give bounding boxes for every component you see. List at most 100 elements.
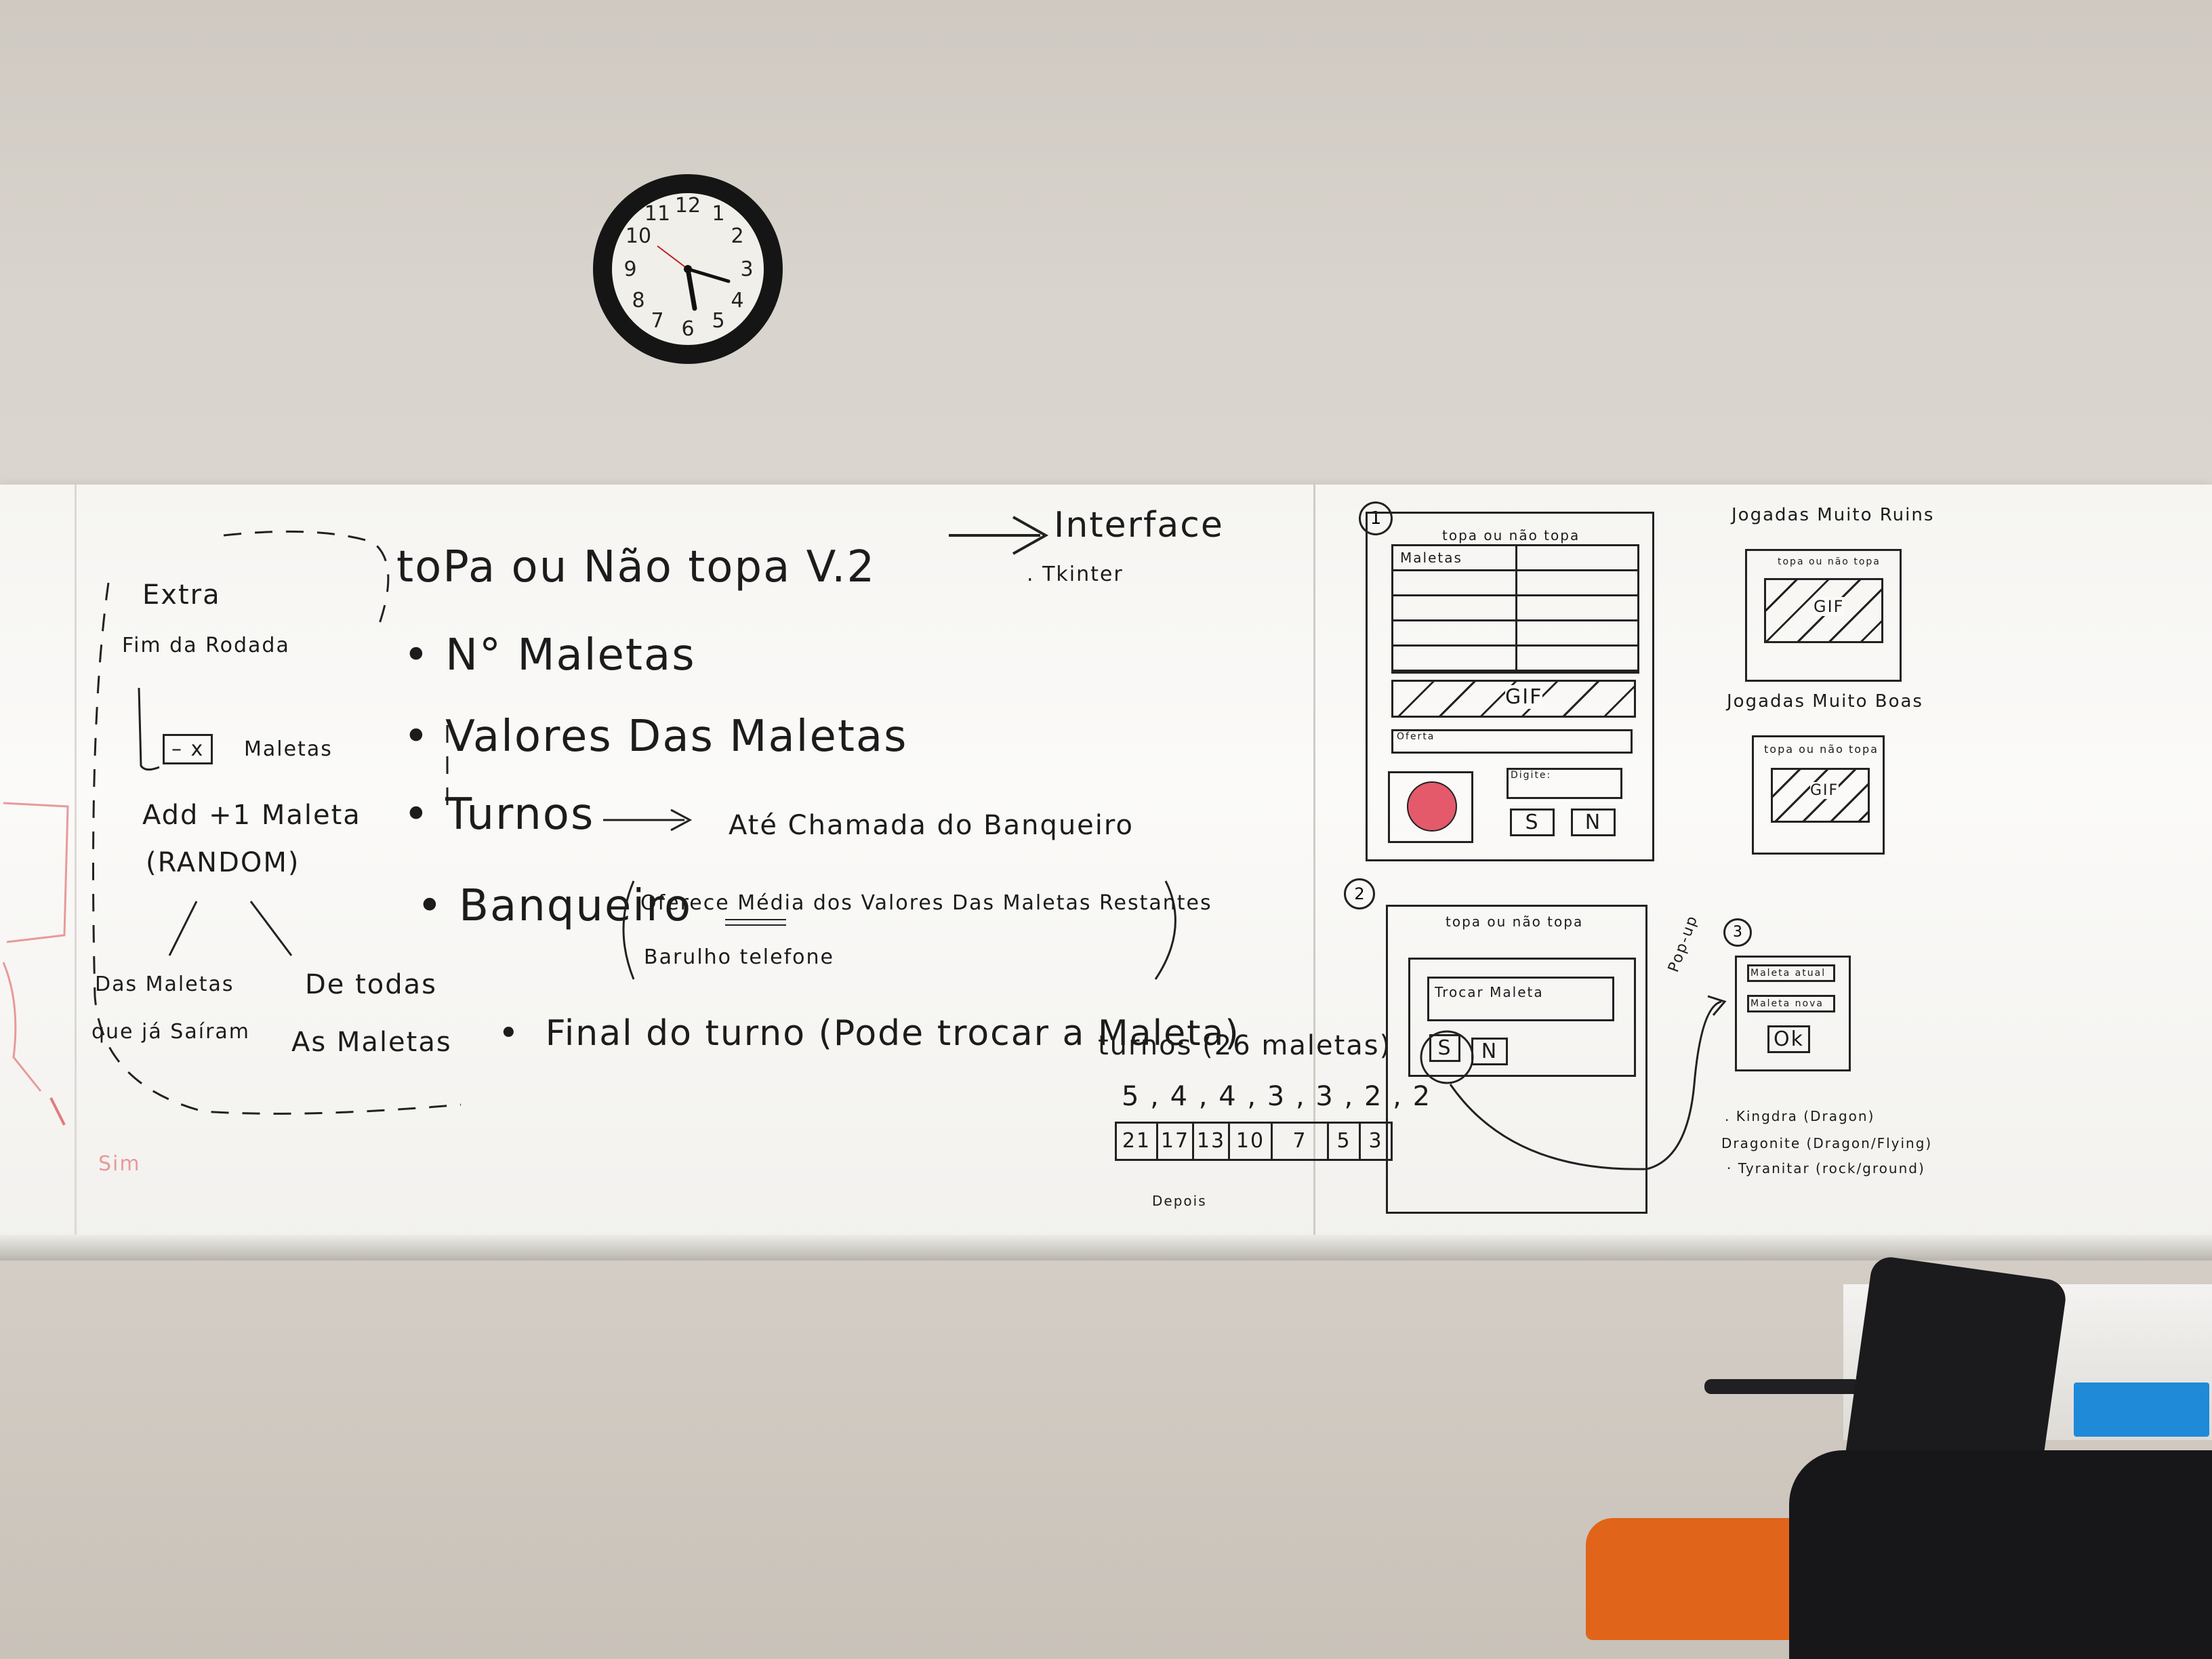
branch-left-line1: Das Maletas [95, 972, 234, 996]
clock-numeral-9: 9 [623, 258, 636, 281]
turnos-cell: 13 [1194, 1124, 1230, 1159]
clock-numeral-2: 2 [731, 224, 743, 248]
turnos-cell: 17 [1158, 1124, 1194, 1159]
mockup-1-gif-label: GIF [1505, 685, 1543, 709]
boas-gif-label: GIF [1810, 782, 1839, 799]
board-seam [1313, 485, 1315, 1238]
extra-maletas: Maletas [244, 737, 333, 761]
ruins-title: topa ou não topa [1778, 556, 1881, 567]
bullet-valores: • Valores Das Maletas [403, 712, 908, 762]
mockup-number-2: 2 [1344, 878, 1375, 909]
bullet-final-turno: • Final do turno (Pode trocar a Maleta) [498, 1013, 1240, 1054]
turnos-text: Turnos [445, 790, 595, 840]
clock-hour-hand [685, 266, 697, 311]
clock-numeral-11: 11 [644, 202, 670, 226]
final-turno-text: Final do turno (Pode trocar a Maleta) [545, 1013, 1240, 1054]
mockup-1-oferta-label: Oferta [1397, 731, 1435, 742]
wall-clock: 12 1 2 3 4 5 6 7 8 9 10 11 [593, 174, 783, 364]
branch-right-line1: De todas [305, 969, 438, 1000]
pokemon-note: . Kingdra (Dragon) [1725, 1108, 1875, 1124]
marker-tray [0, 1235, 2212, 1261]
mockup-3-ok: Ok [1767, 1025, 1810, 1053]
turnos-cell: 10 [1230, 1124, 1273, 1159]
banqueiro-parentheses [622, 880, 1176, 980]
mockup-number-3: 3 [1723, 918, 1752, 947]
clock-minute-hand [686, 267, 731, 283]
turnos-table: 21 17 13 10 7 5 3 [1115, 1122, 1393, 1161]
turnos-cell: 3 [1368, 1129, 1383, 1153]
extra-dashed-outline [92, 530, 462, 1115]
mockup-2-title: topa ou não topa [1446, 914, 1584, 930]
red-scribble [2, 802, 69, 1126]
banqueiro-line1: Oferece Média dos Valores Das Maletas Re… [640, 891, 1212, 915]
mockup-2-yes: S [1429, 1034, 1460, 1062]
mockup-1-maletas: Maletas [1400, 550, 1462, 566]
mockup-1-title: topa ou não topa [1442, 527, 1580, 544]
pokemon-note: · Tyranitar (rock/ground) [1727, 1160, 1925, 1176]
ruins-gif: GIF [1764, 578, 1883, 643]
clock-numeral-12: 12 [675, 194, 701, 218]
mockup-1-gif: GIF [1391, 680, 1636, 718]
red-scribble-text: Sim [98, 1152, 141, 1176]
boas-gif: GIF [1771, 768, 1870, 823]
mockup-1-window: topa ou não topa Maletas GIF Oferta Digi… [1366, 512, 1654, 861]
ruins-heading: Jogadas Muito Ruins [1732, 505, 1935, 525]
banqueiro-line2: Barulho telefone [644, 945, 834, 969]
mockup-2-trocar: Trocar Maleta [1435, 984, 1544, 1000]
add-maleta: Add +1 Maleta [142, 800, 361, 831]
mockup-1-image [1388, 771, 1473, 843]
depois-label: Depois [1152, 1193, 1207, 1209]
accessibility-icon [2074, 1382, 2209, 1437]
extra-title: Extra [142, 579, 221, 611]
clock-numeral-6: 6 [681, 317, 694, 341]
fim-rodada: Fim da Rodada [122, 634, 290, 657]
clock-numeral-4: 4 [731, 289, 743, 312]
clock-numeral-5: 5 [712, 309, 724, 333]
branch-left-line2: que já Saíram [91, 1020, 251, 1044]
red-button-icon [1407, 781, 1457, 832]
boas-window: topa ou não topa GIF [1752, 735, 1885, 855]
tkinter-label: . Tkinter [1027, 562, 1124, 586]
mockup-1-no: N [1571, 808, 1616, 836]
bullet-num-maletas: • N° Maletas [403, 630, 696, 680]
mockup-1-list: Maletas [1391, 544, 1639, 674]
interface-label: Interface [1054, 505, 1224, 546]
mockup-3-field2: Maleta nova [1747, 995, 1835, 1012]
boas-heading: Jogadas Muito Boas [1727, 691, 1923, 712]
clock-second-hand [657, 245, 689, 270]
mockup-1-yes: S [1510, 808, 1555, 836]
chair-back [1789, 1450, 2212, 1659]
clock-numeral-3: 3 [740, 258, 753, 281]
arrow-icon [603, 808, 693, 832]
mockup-1-input: Digite: [1507, 768, 1622, 799]
bullet-turnos: • Turnos [403, 790, 595, 840]
random-label: (RANDOM) [146, 847, 300, 878]
mockup-3-window: Maleta atual Maleta nova Ok [1735, 956, 1851, 1071]
clock-numeral-10: 10 [626, 224, 651, 248]
board-title: toPa ou Não topa V.2 [396, 542, 876, 592]
mockup-1-digite: Digite: [1511, 770, 1552, 781]
arrow-icon [949, 516, 1049, 555]
minus-x-box: – x [163, 734, 213, 764]
mockup-1-oferta: Oferta [1391, 729, 1633, 754]
chair-armrest [1704, 1379, 1860, 1394]
popup-arrow [1420, 995, 1727, 1170]
ruins-gif-label: GIF [1814, 597, 1845, 616]
turnos-cell: 21 [1117, 1124, 1158, 1159]
mockup-3-field1: Maleta atual [1747, 964, 1835, 982]
turnos-target: Até Chamada do Banqueiro [729, 810, 1134, 841]
turnos-table-title: turnos (26 maletas) [1098, 1030, 1392, 1061]
banqueiro-text: Banqueiro [459, 881, 693, 931]
mockup-2-window: topa ou não topa Trocar Maleta S N [1386, 905, 1647, 1214]
valores-text: Valores Das Maletas [445, 712, 908, 762]
num-maletas-text: N° Maletas [445, 630, 696, 680]
branch-right-line2: As Maletas [291, 1027, 452, 1058]
turnos-cell: 7 [1273, 1124, 1329, 1159]
board-edge [75, 485, 77, 1238]
clock-numeral-7: 7 [651, 309, 663, 333]
clock-numeral-8: 8 [632, 289, 644, 312]
ruins-window: topa ou não topa GIF [1745, 549, 1902, 682]
mockup-2-popup: Trocar Maleta S N [1408, 958, 1636, 1077]
mockup-2-trocar-field: Trocar Maleta [1427, 977, 1614, 1021]
clock-numeral-1: 1 [712, 202, 724, 226]
